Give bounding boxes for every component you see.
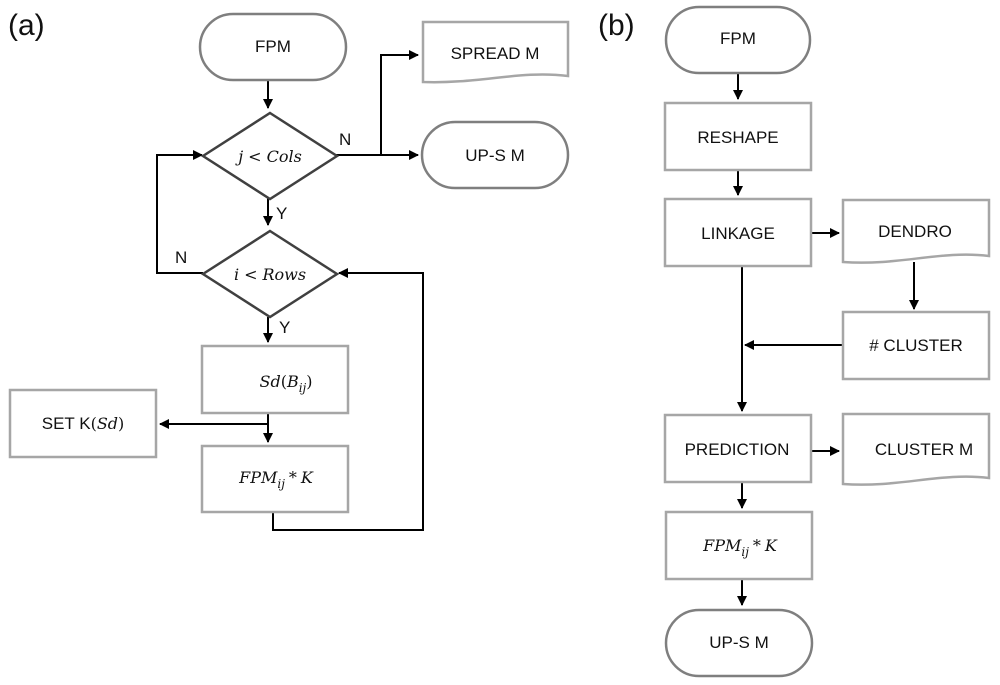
cluster-count-box: # CLUSTER xyxy=(841,310,991,381)
no-label-cols: N xyxy=(339,130,351,149)
fpm-k-label-b: FPMij*K xyxy=(702,536,778,559)
edge-loop-back-cols xyxy=(156,150,203,274)
panel-label-a: (a) xyxy=(8,9,45,42)
fpm-k-process-box-b: FPMij*K xyxy=(664,510,814,581)
ups-m-label-b: UP-S M xyxy=(709,633,769,652)
panel-b: FPM RESHAPE LINKAGE DENDRO # CLUSTER PRE… xyxy=(663,5,991,678)
spread-m-document: SPREAD M xyxy=(421,20,570,84)
panel-label-b: (b) xyxy=(598,9,635,42)
sd-process-box: Sd(Bij) xyxy=(200,344,350,415)
cluster-m-label: CLUSTER M xyxy=(875,440,973,459)
fpm-k-label-a: FPMij*K xyxy=(238,468,314,491)
reshape-label: RESHAPE xyxy=(697,128,778,147)
panel-a: Y Y N N FPM j<Cols i<Rows SPREAD M UP-S … xyxy=(8,12,570,531)
fpm-start-terminator-b: FPM xyxy=(664,5,812,75)
ups-m-label-a: UP-S M xyxy=(465,146,525,165)
prediction-label: PREDICTION xyxy=(685,440,790,459)
prediction-box: PREDICTION xyxy=(663,413,813,484)
edge-cols-to-spread xyxy=(380,50,419,155)
set-k-label: SET K(Sd) xyxy=(42,414,125,433)
linkage-label: LINKAGE xyxy=(701,224,775,243)
fpm-start-label: FPM xyxy=(255,37,291,56)
yes-label-cols: Y xyxy=(276,204,287,223)
dendro-label: DENDRO xyxy=(878,222,952,241)
no-label-rows: N xyxy=(175,248,187,267)
ups-m-terminator-a: UP-S M xyxy=(420,120,570,190)
set-k-box: SET K(Sd) xyxy=(8,388,158,459)
decision-cols: j<Cols xyxy=(200,111,340,201)
fpm-k-process-box-a: FPMij*K xyxy=(200,444,350,514)
cluster-count-label: # CLUSTER xyxy=(869,336,963,355)
reshape-box: RESHAPE xyxy=(663,101,813,172)
yes-label-rows: Y xyxy=(279,318,290,337)
dendro-document: DENDRO xyxy=(841,198,991,264)
edge-loop-back-rows xyxy=(272,268,424,531)
decision-rows-label: i<Rows xyxy=(234,265,306,284)
decision-rows: i<Rows xyxy=(200,229,340,319)
linkage-box: LINKAGE xyxy=(663,197,813,268)
fpm-start-terminator: FPM xyxy=(198,12,348,82)
ups-m-terminator-b: UP-S M xyxy=(664,608,814,678)
fpm-start-label-b: FPM xyxy=(720,29,756,48)
decision-cols-label: j<Cols xyxy=(235,147,302,166)
sd-process-label: Sd(Bij) xyxy=(259,372,312,395)
cluster-m-document: CLUSTER M xyxy=(841,412,991,486)
spread-m-label: SPREAD M xyxy=(451,44,540,63)
